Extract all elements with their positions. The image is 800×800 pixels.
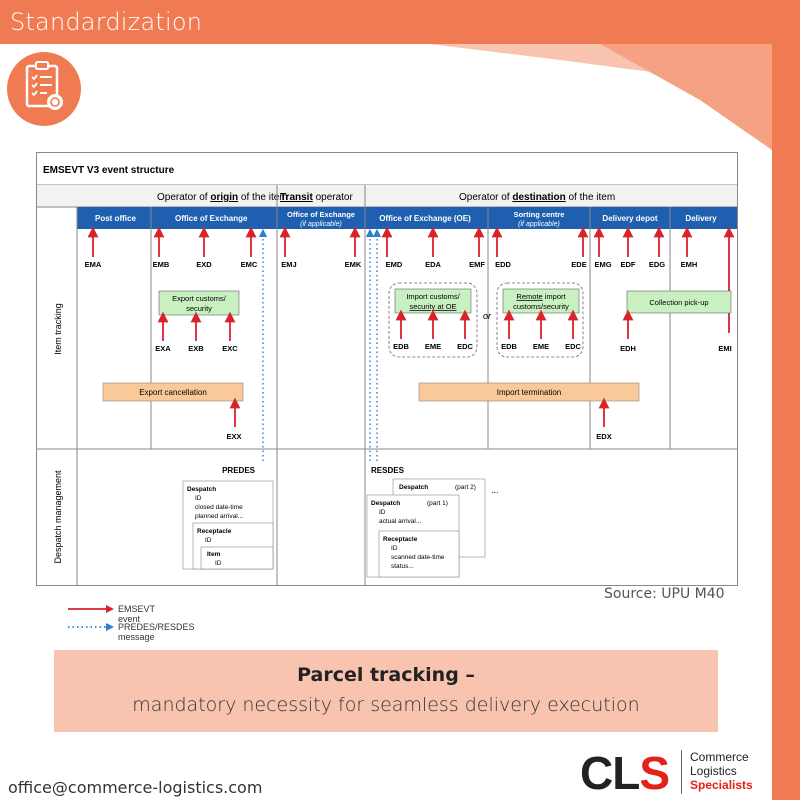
event-eda: EDA: [425, 260, 441, 269]
cls-logo-text: Commerce Logistics Specialists: [690, 750, 753, 792]
logo-divider: [681, 750, 682, 794]
event-edb-oe: EDB: [393, 342, 409, 351]
svg-text:status...: status...: [391, 563, 414, 570]
checklist-icon: [25, 61, 63, 110]
col-transit-oe: Office of Exchange: [287, 210, 355, 219]
resdes-receptacle-title: Receptacle: [383, 536, 418, 543]
parcel-tracking-banner: Parcel tracking – mandatory necessity fo…: [54, 650, 718, 732]
box-import-customs-2: security at OE: [409, 302, 456, 311]
col-transit-oe-sub: (if applicable): [300, 221, 342, 228]
event-emj: EMJ: [281, 260, 296, 269]
box-remote-import-2: customs/security: [513, 302, 569, 311]
event-edf: EDF: [621, 260, 636, 269]
box-remote-import-1: Remote import: [516, 292, 566, 301]
event-edh: EDH: [620, 344, 636, 353]
event-emc: EMC: [241, 260, 258, 269]
col-sorting-sub: (if applicable): [518, 221, 560, 228]
event-edc-remote: EDC: [565, 342, 581, 351]
predes-item-title: Item: [207, 551, 221, 558]
event-edx: EDX: [596, 432, 611, 441]
resdes-despatch-part2-title: Despatch: [399, 484, 428, 491]
col-sorting: Sorting centre: [514, 210, 565, 219]
box-export-customs-1: Export customs/: [172, 294, 227, 303]
event-emk: EMK: [345, 260, 362, 269]
box-export-cancellation: Export cancellation: [139, 388, 207, 397]
col-oe-dest: Office of Exchange (OE): [379, 214, 471, 223]
checklist-logo: [7, 52, 81, 126]
row-label-despatch: Despatch management: [53, 470, 63, 564]
box-import-termination: Import termination: [497, 388, 561, 397]
col-delivery-depot: Delivery depot: [602, 214, 657, 223]
event-exb: EXB: [188, 344, 204, 353]
page-title: Standardization: [10, 8, 203, 36]
blue-dotted-arrow-icon: [68, 623, 114, 631]
event-eme-oe: EME: [425, 342, 441, 351]
svg-text:(part 2): (part 2): [455, 484, 476, 491]
event-eme-remote: EME: [533, 342, 549, 351]
cls-logo: CLS: [580, 747, 670, 799]
resdes-despatch-part1-title: Despatch: [371, 500, 400, 507]
svg-text:actual arrival...: actual arrival...: [379, 518, 421, 525]
event-emd: EMD: [386, 260, 403, 269]
event-edd: EDD: [495, 260, 511, 269]
source-caption: Source: UPU M40: [604, 586, 725, 602]
emsevt-diagram: EMSEVT V3 event structure Operator of or…: [36, 152, 738, 586]
svg-text:closed date-time: closed date-time: [195, 504, 243, 511]
svg-text:ID: ID: [195, 495, 202, 502]
event-emb: EMB: [153, 260, 170, 269]
predes-label: PREDES: [222, 466, 256, 475]
banner-heading: Parcel tracking –: [297, 664, 475, 686]
or-label: or: [483, 311, 492, 321]
event-edg: EDG: [649, 260, 665, 269]
event-emi: EMI: [718, 344, 731, 353]
destination-operator-header: Operator of destination of the item: [459, 192, 615, 203]
svg-text:ID: ID: [215, 560, 222, 567]
event-ema: EMA: [85, 260, 102, 269]
event-emh: EMH: [681, 260, 698, 269]
col-office-of-exchange: Office of Exchange: [175, 214, 248, 223]
top-bar: Standardization: [0, 0, 800, 44]
event-exx: EXX: [226, 432, 241, 441]
banner-subheading: mandatory necessity for seamless deliver…: [132, 694, 640, 716]
event-exa: EXA: [155, 344, 171, 353]
row-label-item-tracking: Item tracking: [53, 303, 63, 355]
svg-text:scanned date-time: scanned date-time: [391, 554, 445, 561]
event-exd: EXD: [196, 260, 212, 269]
event-emg: EMG: [594, 260, 611, 269]
col-post-office: Post office: [95, 214, 136, 223]
predes-despatch-title: Despatch: [187, 486, 216, 493]
event-edc-oe: EDC: [457, 342, 473, 351]
predes-receptacle-title: Receptacle: [197, 528, 232, 535]
event-emf: EMF: [469, 260, 485, 269]
event-ede: EDE: [571, 260, 586, 269]
box-import-customs-1: Import customs/: [406, 292, 460, 301]
svg-text:ID: ID: [205, 537, 212, 544]
diagram-title: EMSEVT V3 event structure: [43, 165, 175, 176]
resdes-label: RESDES: [371, 466, 405, 475]
box-collection-pickup: Collection pick-up: [649, 298, 708, 307]
svg-text:planned arrival...: planned arrival...: [195, 513, 243, 520]
box-export-customs-2: security: [186, 304, 212, 313]
svg-text:(part 1): (part 1): [427, 500, 448, 507]
svg-text:...: ...: [491, 485, 499, 495]
origin-operator-header: Operator of origin of the item: [157, 192, 288, 203]
col-delivery: Delivery: [685, 214, 717, 223]
event-exc: EXC: [222, 344, 238, 353]
red-arrow-icon: [68, 605, 114, 613]
right-accent-bar: [772, 44, 800, 800]
transit-operator-header: Transit operator: [280, 192, 353, 203]
contact-email[interactable]: office@commerce-logistics.com: [8, 778, 263, 797]
event-edb-remote: EDB: [501, 342, 517, 351]
svg-text:ID: ID: [391, 545, 398, 552]
svg-text:ID: ID: [379, 509, 386, 516]
